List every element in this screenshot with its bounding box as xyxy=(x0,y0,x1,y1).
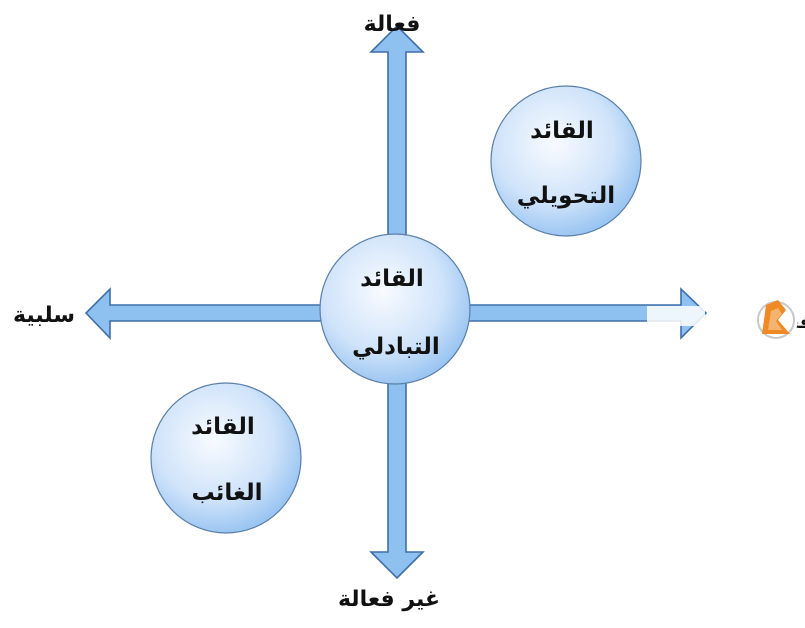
axis-label-top: فعالة xyxy=(364,12,421,37)
axis-label-bottom: غير فعالة xyxy=(338,587,440,612)
node-center-line2: التبادلي xyxy=(352,334,440,360)
node-top-right-line2: التحويلي xyxy=(517,183,615,209)
node-bottom-left xyxy=(150,382,302,534)
node-bottom-left-line1: القائد xyxy=(191,414,255,440)
node-top-right xyxy=(490,85,642,237)
node-center xyxy=(319,233,471,385)
axis-label-left: سلبية xyxy=(13,303,75,328)
node-center-line1: القائد xyxy=(360,266,424,292)
watermark-logo xyxy=(647,298,798,342)
node-top-right-line1: القائد xyxy=(530,118,594,144)
node-bottom-left-line2: الغائب xyxy=(191,480,262,506)
